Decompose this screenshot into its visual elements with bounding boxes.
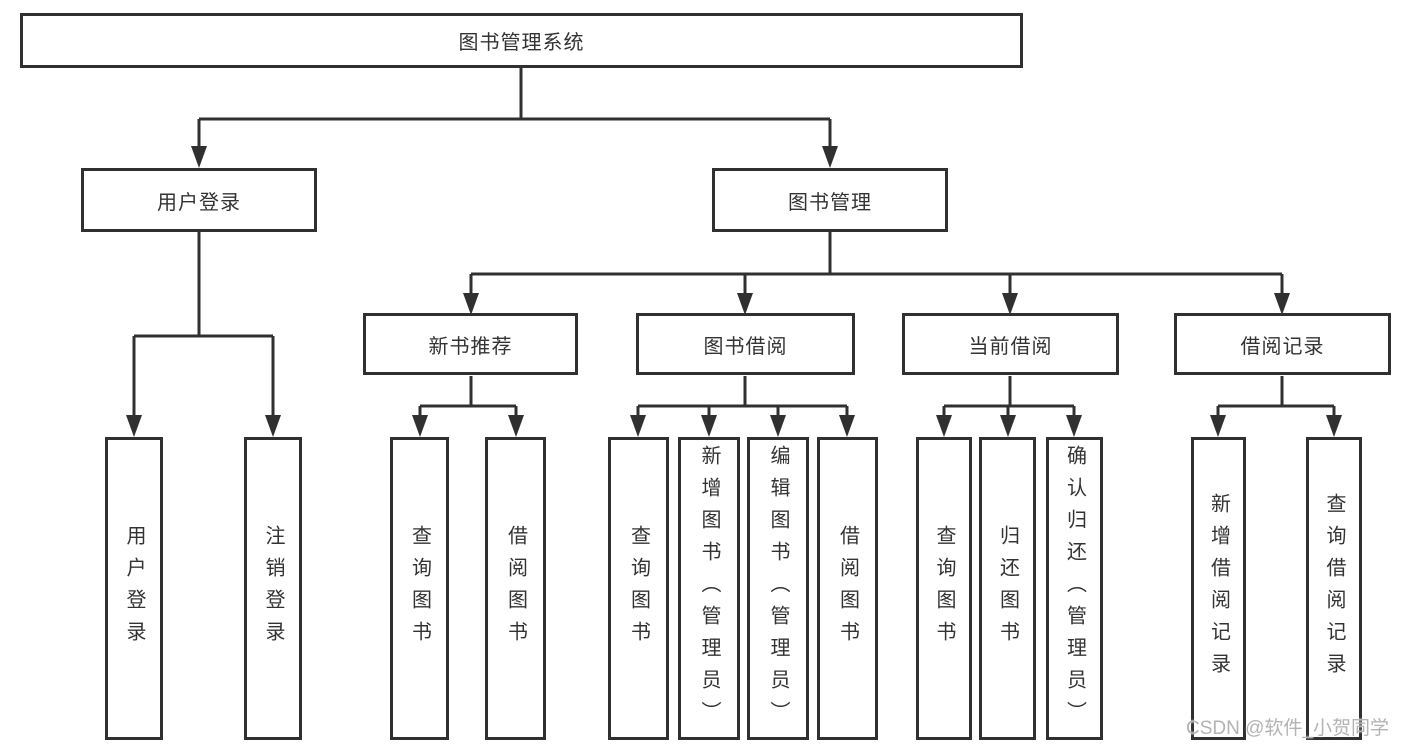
- leaf-query-books-current: 查询图书: [916, 437, 972, 740]
- leaf-add-book-admin: 新增图书（管理员）: [678, 437, 740, 740]
- node-library-management-system: 图书管理系统: [20, 13, 1023, 68]
- leaf-add-borrow-record: 新增借阅记录: [1191, 437, 1246, 740]
- leaf-query-books-recommend: 查询图书: [390, 437, 449, 740]
- leaf-edit-book-admin: 编辑图书（管理员）: [747, 437, 809, 740]
- node-current-borrowing: 当前借阅: [902, 313, 1119, 375]
- leaf-query-borrow-record: 查询借阅记录: [1306, 437, 1362, 740]
- leaf-logout: 注销登录: [244, 437, 302, 740]
- leaf-confirm-return-admin: 确认归还（管理员）: [1046, 437, 1103, 740]
- node-book-management: 图书管理: [712, 168, 948, 232]
- node-borrowing-records: 借阅记录: [1174, 313, 1391, 375]
- leaf-return-book: 归还图书: [979, 437, 1036, 740]
- node-new-book-recommendation: 新书推荐: [363, 313, 578, 375]
- leaf-user-login: 用户登录: [105, 437, 163, 740]
- leaf-borrow-books-recommend: 借阅图书: [485, 437, 546, 740]
- leaf-query-books-borrow: 查询图书: [608, 437, 669, 740]
- leaf-borrow-books: 借阅图书: [817, 437, 878, 740]
- node-book-borrowing: 图书借阅: [636, 313, 855, 375]
- node-user-login: 用户登录: [81, 168, 317, 232]
- csdn-watermark: CSDN @软件_小贺同学: [1186, 718, 1389, 739]
